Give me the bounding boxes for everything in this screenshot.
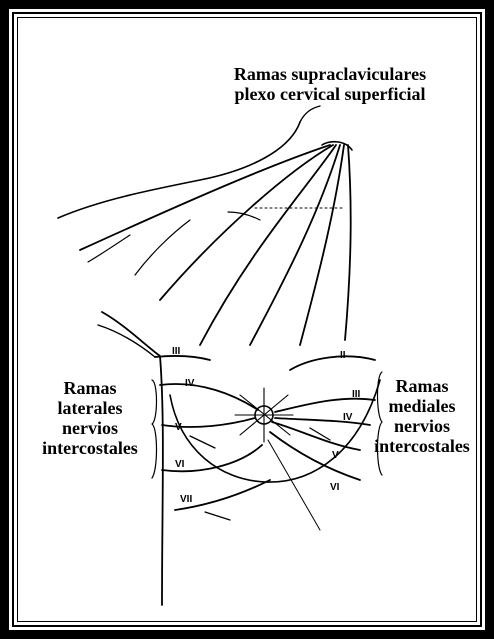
supraclavicular-branch-a (135, 220, 190, 275)
roman-right-III: III (352, 389, 361, 400)
pointer-line (268, 440, 320, 530)
roman-left-IV: IV (185, 378, 195, 389)
medial-branch-IV (275, 418, 370, 425)
supraclavicular-label-line2: plexo cervical superficial (195, 84, 465, 104)
medial-branch-III (275, 399, 375, 412)
lateral-label-line1: Ramas (30, 378, 150, 398)
roman-left-VII: VII (180, 494, 192, 505)
lateral-label-line2: laterales (30, 398, 150, 418)
lateral-sub-1 (190, 436, 215, 448)
medial-label-line2: mediales (368, 396, 476, 416)
roman-right-IV: IV (343, 412, 353, 423)
medial-branch-VI (270, 432, 360, 480)
lateral-label-line3: nervios (30, 418, 150, 438)
medial-label-line3: nervios (368, 416, 476, 436)
roman-left-III: III (172, 346, 181, 357)
supraclavicular-trunk-1 (300, 145, 344, 345)
supraclavicular-trunk-6 (345, 145, 351, 340)
roman-right-V: V (332, 450, 339, 461)
lateral-branch-III (155, 356, 210, 360)
medial-label-line4: intercostales (368, 436, 476, 456)
roman-right-VI: VI (330, 482, 340, 493)
supraclavicular-trunk-2 (250, 145, 340, 345)
medial-label-line1: Ramas (368, 376, 476, 396)
supraclavicular-label-line1: Ramas supraclaviculares (195, 64, 465, 84)
lateral-sub-2 (205, 512, 230, 520)
supraclavicular-branch-b (88, 235, 130, 262)
areola-rays (235, 388, 293, 442)
roman-right-II: II (340, 350, 346, 361)
medial-branch-II (290, 356, 375, 370)
supraclavicular-label: Ramas supraclaviculares plexo cervical s… (195, 64, 465, 104)
breast-contour (170, 380, 380, 482)
roman-left-VI: VI (175, 459, 185, 470)
lateral-nerves-label: Ramas laterales nervios intercostales (30, 378, 150, 458)
medial-nerves-label: Ramas mediales nervios intercostales (368, 376, 476, 456)
lateral-label-line4: intercostales (30, 438, 150, 458)
left-bracket (152, 380, 157, 478)
neck-outline (300, 106, 320, 122)
roman-left-V: V (175, 422, 182, 433)
